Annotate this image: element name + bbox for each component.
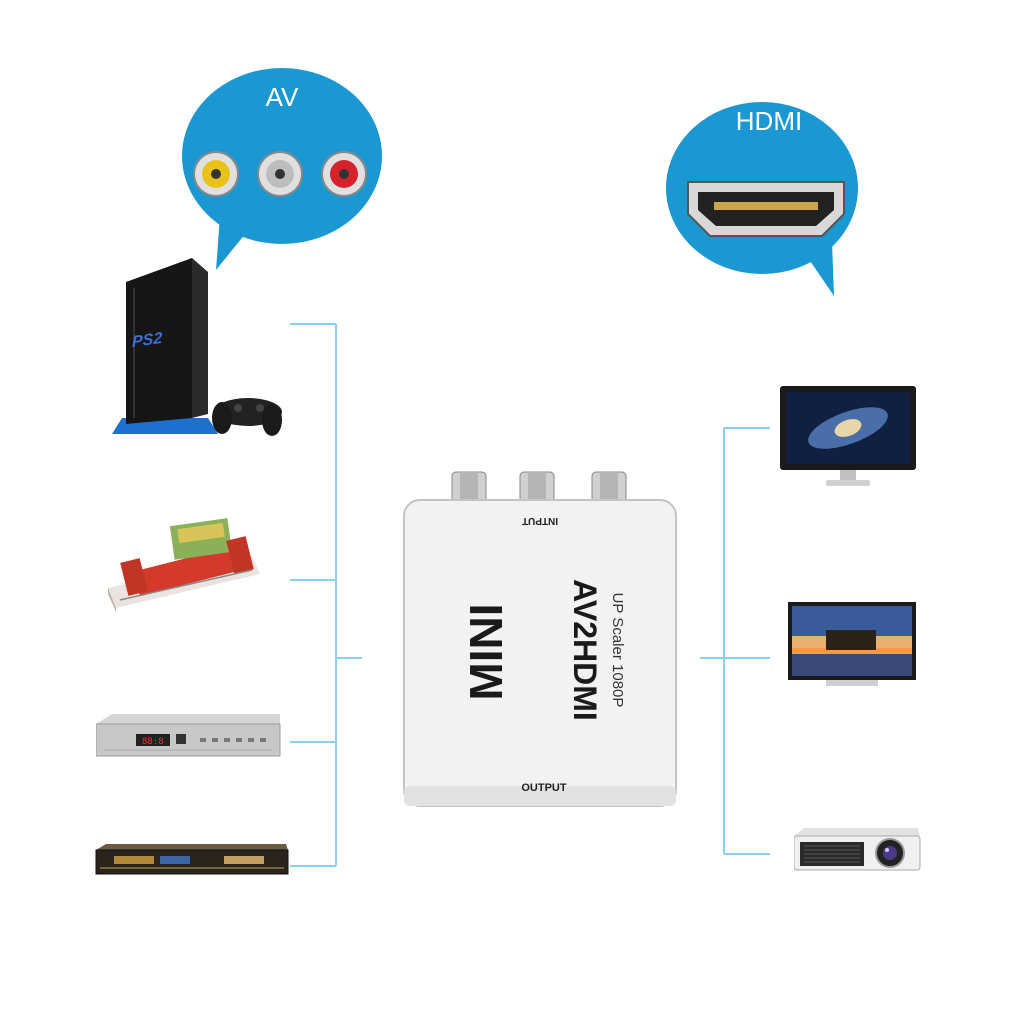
controller-image [212, 398, 282, 436]
hdmi-label: HDMI [735, 106, 803, 136]
tv-image [788, 602, 916, 686]
rca-white-jack [257, 151, 303, 197]
rca-jacks [193, 151, 367, 197]
ps2-console-image [112, 258, 282, 436]
dvd-player-dark-image [95, 844, 289, 875]
rca-red-jack [321, 151, 367, 197]
output-label: OUTPUT [521, 782, 567, 794]
scaler-label: UP Scaler 1080P [609, 592, 626, 708]
hdmi-port-icon [687, 181, 845, 237]
av-label: AV [265, 82, 299, 112]
model-label: AV2HDMI [567, 579, 603, 721]
input-connectors [451, 471, 627, 507]
rca-yellow-jack [193, 151, 239, 197]
dvd-player-silver-image: 88:8 [96, 714, 281, 757]
input-label: INTPUT [521, 515, 559, 526]
mini-label: MINI [460, 603, 512, 701]
svg-text:88:8: 88:8 [142, 737, 164, 747]
converter-box-image [403, 471, 677, 807]
projector-image [794, 828, 921, 871]
famicom-console-image [108, 518, 260, 612]
monitor-image [780, 386, 916, 486]
